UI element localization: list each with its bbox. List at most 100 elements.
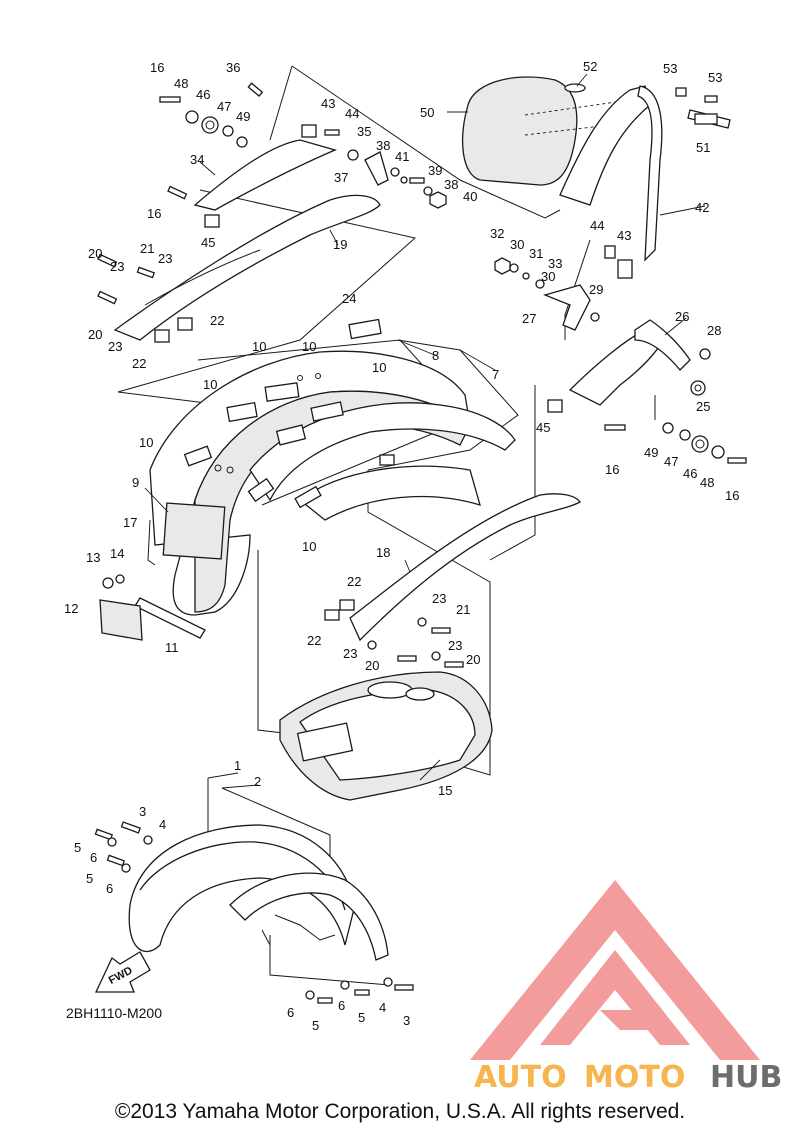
callout-10f: 10 <box>302 539 316 554</box>
callout-43a: 43 <box>321 96 335 111</box>
callout-10a: 10 <box>252 339 266 354</box>
callout-20c: 20 <box>365 658 379 673</box>
callout-23b: 23 <box>158 251 172 266</box>
callout-16b: 16 <box>147 206 161 221</box>
callout-5b: 5 <box>86 871 93 886</box>
callout-7: 7 <box>492 367 499 382</box>
callout-38a: 38 <box>376 138 390 153</box>
callout-3b: 3 <box>403 1013 410 1028</box>
callout-23e: 23 <box>448 638 462 653</box>
callout-15: 15 <box>438 783 452 798</box>
hardware <box>94 82 747 1004</box>
callout-5: 5 <box>74 840 81 855</box>
callout-12: 12 <box>64 601 78 616</box>
callout-16c: 16 <box>605 462 619 477</box>
callout-2: 2 <box>254 774 261 789</box>
callout-8: 8 <box>432 348 439 363</box>
callout-49a: 49 <box>236 109 250 124</box>
watermark-moto: MOTO <box>584 1060 685 1095</box>
watermark-hub: HUB <box>710 1060 782 1095</box>
license-plate-area <box>162 502 226 560</box>
bracket-19 <box>113 194 381 341</box>
fwd-arrow-icon: FWD <box>94 951 151 993</box>
callout-4: 4 <box>159 817 166 832</box>
callout-33: 33 <box>548 256 562 271</box>
label-24 <box>348 318 382 340</box>
callout-28: 28 <box>707 323 721 338</box>
callout-24: 24 <box>342 291 356 306</box>
callout-53b: 53 <box>708 70 722 85</box>
callout-40: 40 <box>463 189 477 204</box>
callout-23d: 23 <box>432 591 446 606</box>
callout-10d: 10 <box>372 360 386 375</box>
callout-45b: 45 <box>536 420 550 435</box>
callout-46b: 46 <box>683 466 697 481</box>
callout-51: 51 <box>696 140 710 155</box>
diagram-code: 2BH1110-M200 <box>66 1005 162 1021</box>
callout-43b: 43 <box>617 228 631 243</box>
backrest-assembly <box>462 76 731 406</box>
callout-52: 52 <box>583 59 597 74</box>
watermark-auto: AUTO <box>474 1060 567 1095</box>
front-fender <box>128 824 389 961</box>
rear-cover-15 <box>279 671 493 801</box>
callout-44a: 44 <box>345 106 359 121</box>
callout-21a: 21 <box>140 241 154 256</box>
callout-42: 42 <box>695 200 709 215</box>
callout-10e: 10 <box>139 435 153 450</box>
copyright-notice: ©2013 Yamaha Motor Corporation, U.S.A. A… <box>114 1100 686 1123</box>
callout-41: 41 <box>395 149 409 164</box>
triangle-logo-icon <box>470 880 760 1060</box>
callout-46a: 46 <box>196 87 210 102</box>
reflector-12 <box>99 599 143 641</box>
callout-44b: 44 <box>590 218 604 233</box>
callout-22d: 22 <box>307 633 321 648</box>
callout-20a: 20 <box>88 246 102 261</box>
leader-lines <box>144 73 706 789</box>
callout-47a: 47 <box>217 99 231 114</box>
callout-22a: 22 <box>210 313 224 328</box>
callout-47b: 47 <box>664 454 678 469</box>
callout-6b: 6 <box>106 881 113 896</box>
callout-31: 31 <box>529 246 543 261</box>
callout-48b: 48 <box>700 475 714 490</box>
callout-30a: 30 <box>510 237 524 252</box>
bracket-18 <box>349 493 581 642</box>
callout-21b: 21 <box>456 602 470 617</box>
callout-10c: 10 <box>203 377 217 392</box>
callouts: 1 2 3 3 4 4 5 5 5 5 6 6 6 6 7 8 9 10 10 … <box>64 59 739 1033</box>
callout-53a: 53 <box>663 61 677 76</box>
callout-6d: 6 <box>338 998 345 1013</box>
callout-45a: 45 <box>201 235 215 250</box>
callout-13: 13 <box>86 550 100 565</box>
side-brackets <box>113 139 581 642</box>
callout-1: 1 <box>234 758 241 773</box>
callout-27: 27 <box>522 311 536 326</box>
callout-30b: 30 <box>541 269 555 284</box>
rear-fender-parts-diagram: FWD <box>64 59 747 1033</box>
callout-26: 26 <box>675 309 689 324</box>
callout-9: 9 <box>132 475 139 490</box>
callout-23f: 23 <box>343 646 357 661</box>
callout-3: 3 <box>139 804 146 819</box>
callout-18: 18 <box>376 545 390 560</box>
sissy-bar-42 <box>637 85 663 262</box>
callout-49b: 49 <box>644 445 658 460</box>
callout-16d: 16 <box>725 488 739 503</box>
tail-light-parts <box>99 519 206 641</box>
callout-32: 32 <box>490 226 504 241</box>
bracket-34 <box>193 139 337 211</box>
automotohub-watermark: AUTO MOTO HUB <box>470 880 782 1095</box>
callout-6: 6 <box>90 850 97 865</box>
callout-10b: 10 <box>302 339 316 354</box>
callout-34: 34 <box>190 152 204 167</box>
callout-22c: 22 <box>347 574 361 589</box>
callout-5c: 5 <box>312 1018 319 1033</box>
backrest-pad-50 <box>462 76 578 186</box>
callout-6c: 6 <box>287 1005 294 1020</box>
callout-19: 19 <box>333 237 347 252</box>
callout-35: 35 <box>357 124 371 139</box>
callout-29: 29 <box>589 282 603 297</box>
callout-4b: 4 <box>379 1000 386 1015</box>
callout-5d: 5 <box>358 1010 365 1025</box>
